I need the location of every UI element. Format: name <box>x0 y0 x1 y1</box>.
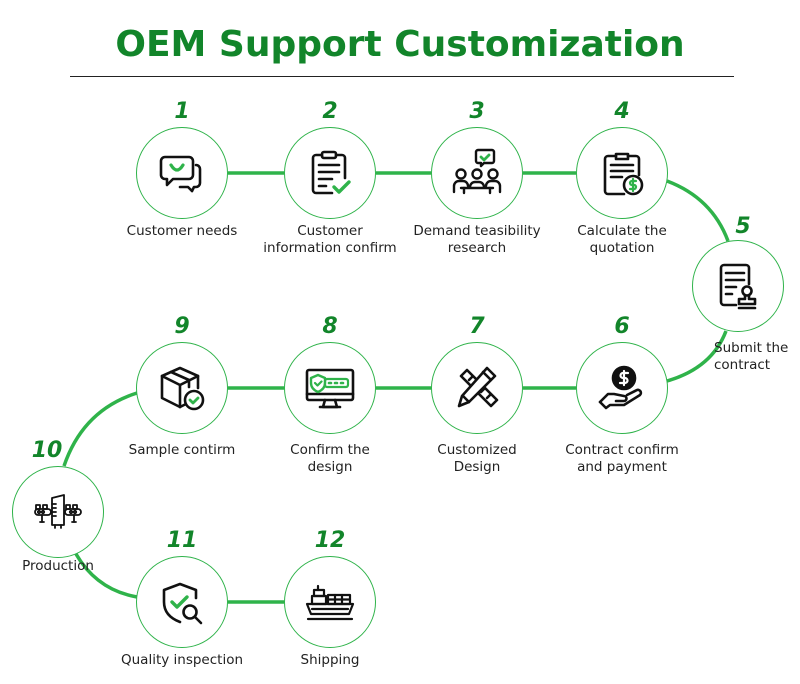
step-label: Submit the contract <box>714 340 789 373</box>
hand-coin-icon <box>598 365 643 410</box>
box-check-icon <box>160 366 205 411</box>
step-number: 6 <box>614 314 630 339</box>
step-label: Sample contirm <box>128 442 236 458</box>
step-circle <box>284 342 376 434</box>
clipboard-check-icon <box>311 150 351 195</box>
connector-10-11 <box>74 553 138 599</box>
step-label: Production <box>22 558 94 574</box>
monitor-shield-icon <box>305 368 355 409</box>
step-circle <box>136 342 228 434</box>
contract-stamp-icon <box>719 263 757 310</box>
conveyor-factory-icon <box>34 494 82 529</box>
meeting-people-icon <box>452 148 502 195</box>
step-number: 7 <box>469 314 485 339</box>
step-number: 12 <box>314 528 346 553</box>
clipboard-dollar-icon <box>603 152 644 196</box>
step-circle <box>284 556 376 648</box>
step-label: Confirm the design <box>290 442 370 475</box>
pencil-ruler-icon <box>457 366 499 408</box>
step-number: 2 <box>322 99 338 124</box>
step-number: 5 <box>735 214 751 239</box>
step-number: 11 <box>166 528 198 553</box>
step-number: 4 <box>614 99 630 124</box>
step-circle <box>576 127 668 219</box>
step-label: Contract confirm and payment <box>565 442 679 475</box>
shield-search-icon <box>162 582 203 625</box>
step-label: Customized Design <box>437 442 517 475</box>
chat-bubbles-icon <box>159 155 202 193</box>
step-circle <box>136 556 228 648</box>
step-circle <box>431 342 523 434</box>
step-label: Demand teasibility research <box>413 223 541 256</box>
step-number: 8 <box>322 314 338 339</box>
connector-4-5 <box>666 179 730 242</box>
step-label: Shipping <box>300 652 360 668</box>
step-circle <box>136 127 228 219</box>
page-title: OEM Support Customization <box>115 24 685 65</box>
step-number: 3 <box>469 99 485 124</box>
step-label: Customer needs <box>126 223 238 239</box>
connector-5-6 <box>666 330 728 383</box>
step-number: 1 <box>174 99 190 124</box>
title-divider <box>70 76 734 77</box>
step-circle <box>284 127 376 219</box>
step-circle <box>12 466 104 558</box>
step-label: Calculate the quotation <box>577 223 667 256</box>
step-label: Customer information confirm <box>263 223 397 256</box>
step-circle <box>576 342 668 434</box>
step-label: Quality inspection <box>120 652 244 668</box>
step-circle <box>692 240 784 332</box>
step-number: 9 <box>174 314 190 339</box>
step-circle <box>431 127 523 219</box>
cargo-ship-icon <box>305 584 355 621</box>
connector-9-10 <box>62 391 138 467</box>
step-number: 10 <box>31 438 63 463</box>
